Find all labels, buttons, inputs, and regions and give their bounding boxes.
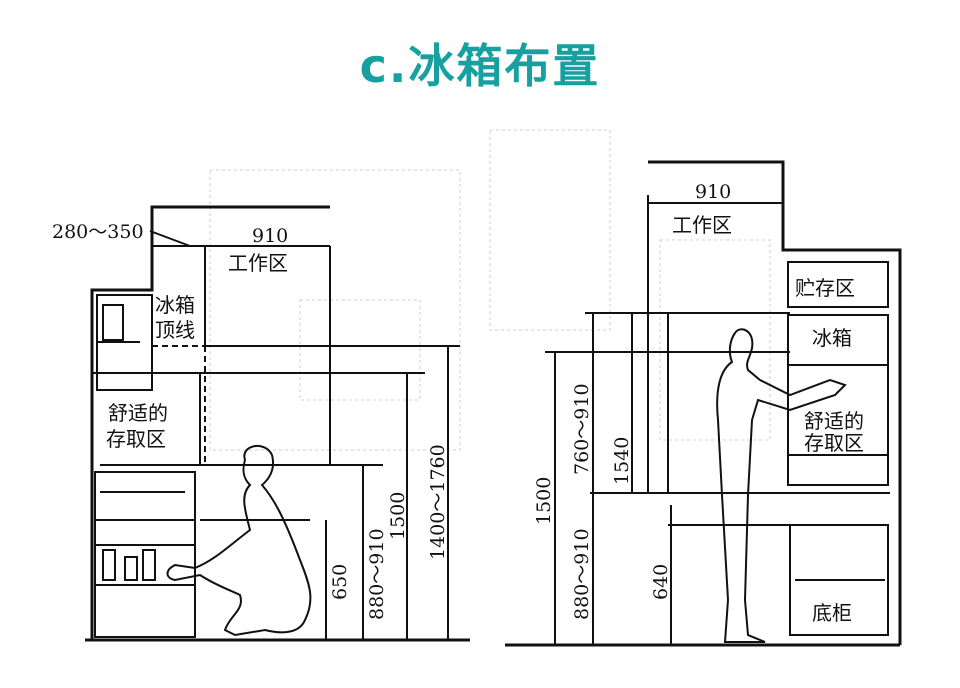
slide-title: c.冰箱布置 xyxy=(359,39,601,93)
comfort-zone-label-right-2: 存取区 xyxy=(804,431,864,455)
dim-880-910-right: 880～910 xyxy=(571,528,593,620)
standing-person-figure xyxy=(716,328,847,643)
dim-1400-1760: 1400～1760 xyxy=(427,444,449,560)
dim-650-left: 650 xyxy=(329,564,351,600)
fridge-top-line-label-1: 冰箱 xyxy=(155,293,195,317)
work-zone-label-left: 工作区 xyxy=(228,251,288,275)
dim-760-910: 760～910 xyxy=(571,383,593,475)
comfort-zone-label-right-1: 舒适的 xyxy=(804,409,864,433)
crouching-person-figure xyxy=(166,445,312,637)
dim-910-right: 910 xyxy=(695,181,731,203)
comfort-zone-label-left-1: 舒适的 xyxy=(108,401,168,425)
dim-280-350: 280～350 xyxy=(52,221,144,243)
dim-1500-left: 1500 xyxy=(387,492,409,540)
left-diagram: 280～350 910 工作区 冰箱 顶线 舒适的 存取区 650 880～91… xyxy=(52,205,470,642)
base-cabinet-label: 底柜 xyxy=(812,601,852,625)
fridge-label: 冰箱 xyxy=(812,326,852,350)
background-sketch xyxy=(209,129,771,451)
dim-1500-right: 1500 xyxy=(533,477,555,525)
dim-910-left: 910 xyxy=(252,225,288,247)
right-diagram: 910 工作区 贮存区 冰箱 舒适的 存取区 底柜 1500 880～910 7… xyxy=(505,160,902,647)
dim-880-910-left: 880～910 xyxy=(366,528,388,620)
comfort-zone-label-left-2: 存取区 xyxy=(106,427,166,451)
dim-640: 640 xyxy=(650,564,672,600)
dim-1540: 1540 xyxy=(611,437,633,485)
work-zone-label-right: 工作区 xyxy=(672,213,732,237)
storage-zone-label: 贮存区 xyxy=(795,276,855,300)
fridge-top-line-label-2: 顶线 xyxy=(155,318,195,342)
